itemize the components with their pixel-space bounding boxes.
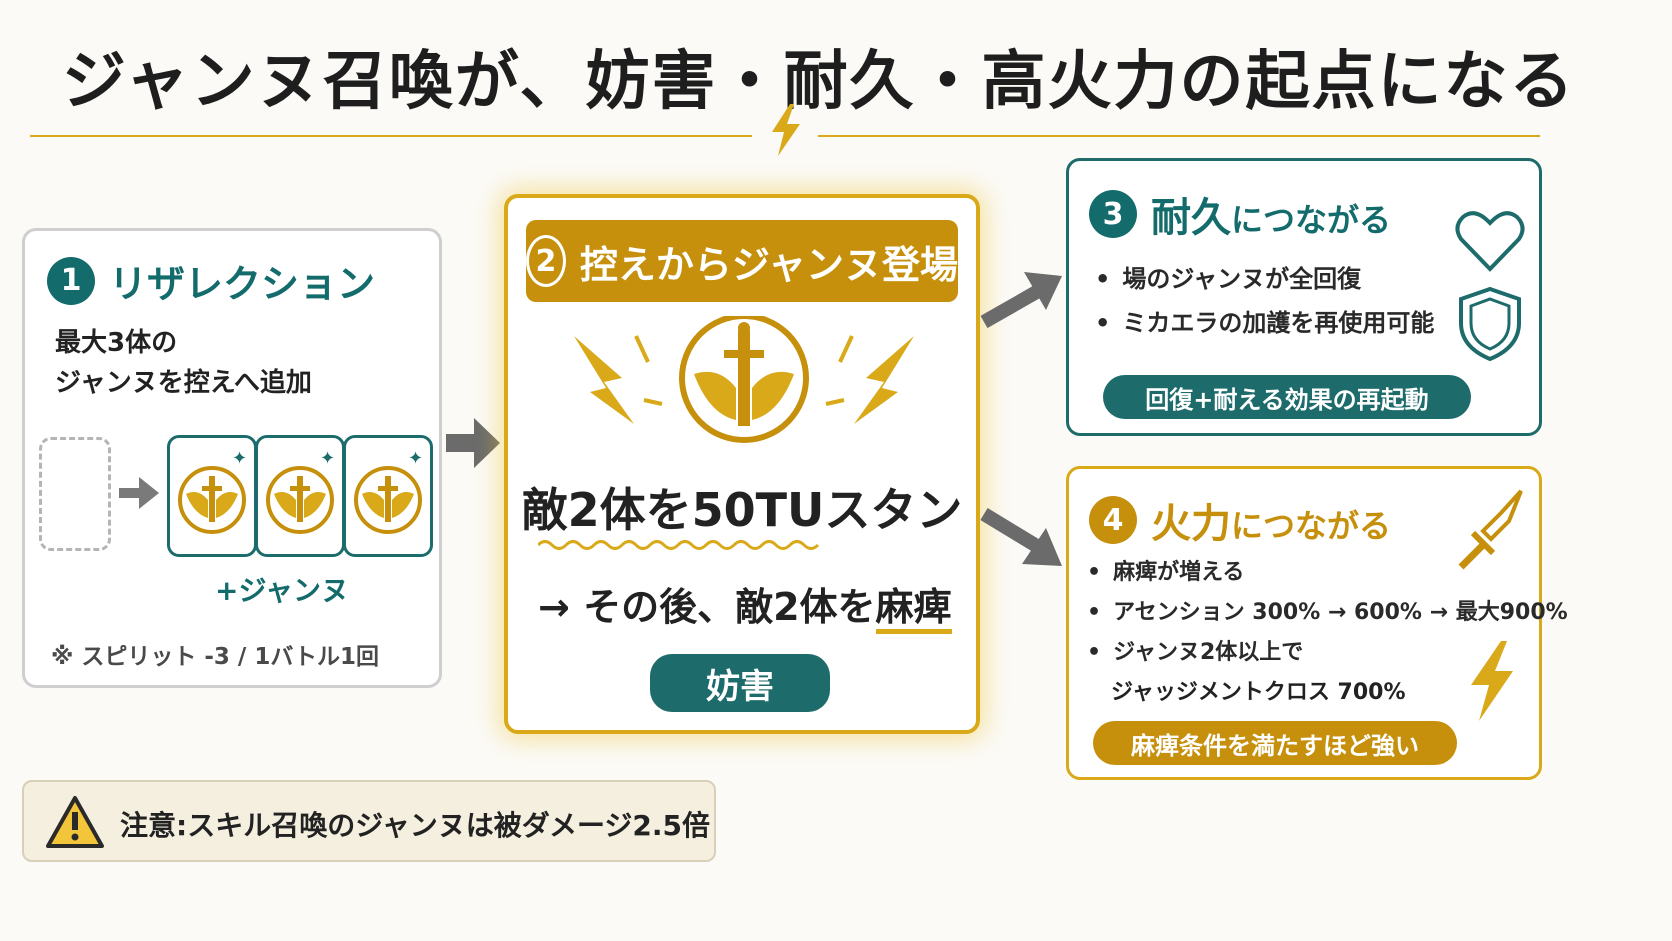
empty-slot-icon: [39, 437, 111, 551]
step3-bullet: 場のジャンヌが全回復: [1095, 257, 1434, 301]
step3-card: 3 耐久につながる 場のジャンヌが全回復 ミカエラの加護を再使用可能 回復+耐え…: [1066, 158, 1542, 436]
title-divider-right: [818, 135, 1540, 137]
warning-icon: [46, 796, 104, 848]
shield-icon: [1459, 286, 1521, 362]
step4-tag: 麻痺条件を満たすほど強い: [1093, 721, 1457, 765]
step4-number: 4: [1089, 496, 1137, 544]
flow-arrow-icon: [446, 418, 500, 468]
heart-icon: [1455, 211, 1525, 272]
step2-card: 2 控えからジャンヌ登場 敵2体を50TUスタン → その後、敵2体を麻痺 妨害: [504, 194, 980, 734]
step4-heading-key: 火力: [1151, 501, 1231, 547]
step2-effect-after-key: 麻痺: [875, 585, 952, 634]
svg-text:✦: ✦: [320, 448, 335, 469]
warning-text: 注意:スキル召喚のジャンヌは被ダメージ2.5倍: [120, 809, 711, 842]
svg-text:✦: ✦: [232, 448, 247, 469]
step1-desc-line2: ジャンヌを控えへ追加: [55, 368, 312, 398]
jeanne-card-icon: ✦: [255, 435, 345, 557]
warning-box: 注意:スキル召喚のジャンヌは被ダメージ2.5倍: [22, 780, 716, 862]
step1-caption: +ジャンヌ: [215, 574, 350, 607]
jeanne-card-icon: ✦: [343, 435, 433, 557]
step4-card: 4 火力につながる 麻痺が増える アセンション 300% → 600% → 最大…: [1066, 466, 1568, 780]
jeanne-card-icon: ✦: [167, 435, 257, 557]
step4-bullet: 麻痺が増える: [1087, 553, 1568, 593]
small-arrow-icon: [119, 477, 159, 509]
step4-heading-rest: につながる: [1231, 507, 1392, 545]
flow-arrow-down-icon: [980, 508, 1062, 566]
sword-wings-emblem-icon: [574, 316, 914, 443]
step2-effect-after-prefix: → その後、敵2体を: [538, 585, 876, 629]
step3-number: 3: [1089, 190, 1137, 238]
step2-number: 2: [526, 235, 566, 287]
step3-heading-rest: につながる: [1231, 201, 1392, 239]
step2-tag: 妨害: [650, 654, 830, 712]
step1-card: 1 リザレクション 最大3体の ジャンヌを控えへ追加 ✦ ✦ ✦: [22, 228, 442, 688]
page-title: ジャンヌ召喚が、妨害・耐久・高火力の起点になる: [62, 45, 1576, 119]
step2-effect-after: → その後、敵2体を麻痺: [538, 576, 952, 634]
step1-number: 1: [47, 256, 95, 305]
lightning-icon: [1471, 641, 1513, 721]
step2-heading: 控えからジャンヌ登場: [579, 242, 958, 287]
sword-icon: [1458, 489, 1523, 570]
step1-note: ※ スピリット -3 / 1バトル1回: [51, 644, 380, 670]
step4-bullet-cont: ジャッジメントクロス 700%: [1111, 680, 1406, 705]
step1-desc-line1: 最大3体の: [55, 328, 178, 358]
wavy-underline: [538, 540, 820, 550]
title-divider-left: [30, 135, 752, 137]
svg-text:✦: ✦: [408, 448, 423, 469]
step3-heading-key: 耐久: [1151, 195, 1231, 241]
flow-arrow-up-icon: [980, 272, 1062, 328]
step4-bullet: ジャンヌ2体以上で: [1087, 633, 1568, 673]
step1-heading: リザレクション: [109, 262, 376, 306]
step3-tag: 回復+耐える効果の再起動: [1103, 375, 1471, 419]
step2-header: 2 控えからジャンヌ登場: [526, 220, 958, 302]
step4-bullet: アセンション 300% → 600% → 最大900%: [1087, 593, 1568, 633]
lightning-icon: [772, 104, 800, 156]
step2-effect-main: 敵2体を50TUスタン: [521, 483, 963, 537]
step3-bullet: ミカエラの加護を再使用可能: [1095, 301, 1434, 345]
